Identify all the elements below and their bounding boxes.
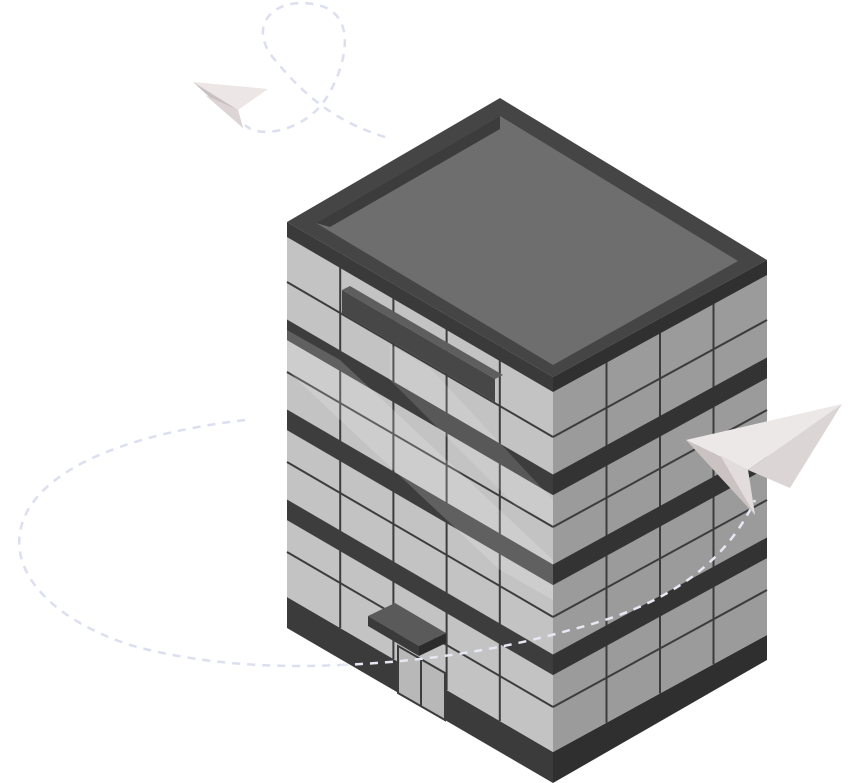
roof-inner-lip: [316, 116, 500, 227]
glass-reflection: [287, 330, 553, 600]
entrance-canopy-top: [368, 603, 446, 646]
paper-plane-icon: [686, 404, 842, 515]
floor-bands: [287, 319, 767, 676]
entrance-canopy-side: [419, 633, 446, 656]
floor-band: [287, 409, 553, 586]
office-building-icon: [286, 98, 768, 783]
roof-rim-right: [553, 260, 767, 392]
mullion: [286, 461, 554, 618]
roof-surface: [316, 116, 738, 365]
mullion: [552, 499, 768, 618]
mullion: [552, 319, 768, 438]
roof-rim-left: [287, 222, 553, 392]
glass-reflection: [390, 345, 553, 525]
flight-path-left-arc: [17, 418, 341, 668]
mullion: [286, 371, 554, 528]
mullion: [552, 409, 768, 528]
base-right: [553, 635, 767, 783]
mullion: [552, 589, 768, 708]
floor-band: [553, 447, 767, 586]
flight-path-loop: [244, 1, 386, 139]
floor-band: [553, 357, 767, 496]
floor-band: [287, 499, 553, 676]
paper-plane-icon: [193, 82, 268, 128]
floor-band: [553, 537, 767, 676]
entrance-canopy-front: [368, 616, 419, 656]
flight-path-front: [339, 499, 757, 667]
floor-band: [287, 319, 553, 496]
sign-board-top: [342, 286, 503, 379]
mullion: [286, 281, 554, 438]
sign-board-front: [342, 290, 495, 402]
